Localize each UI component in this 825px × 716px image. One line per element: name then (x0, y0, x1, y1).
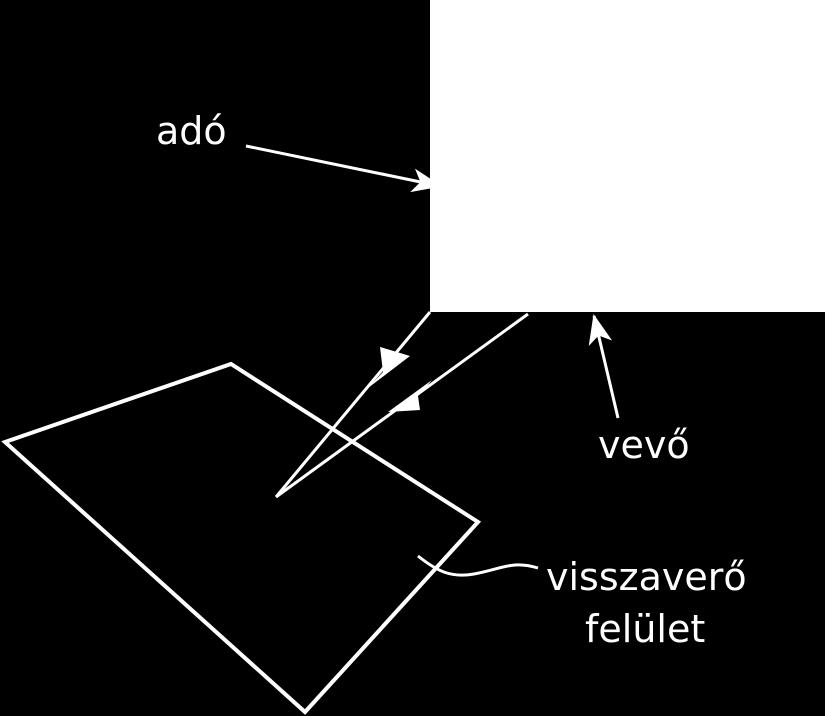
emitted-beam-arrowhead (368, 347, 410, 388)
surface-label-line2: felület (585, 607, 705, 651)
reflecting-surface (1, 361, 482, 715)
device-box (430, 0, 825, 312)
transmitter-label: adó (156, 109, 227, 153)
receiver-pointer (588, 314, 620, 419)
surface-leader (417, 554, 539, 577)
surface-label-line1: visszaverő (546, 555, 747, 599)
emitted-beam (274, 311, 432, 498)
receiver-label: vevő (598, 423, 690, 467)
transmitter-pointer (245, 144, 442, 193)
reflected-beam-arrowhead (388, 380, 432, 412)
